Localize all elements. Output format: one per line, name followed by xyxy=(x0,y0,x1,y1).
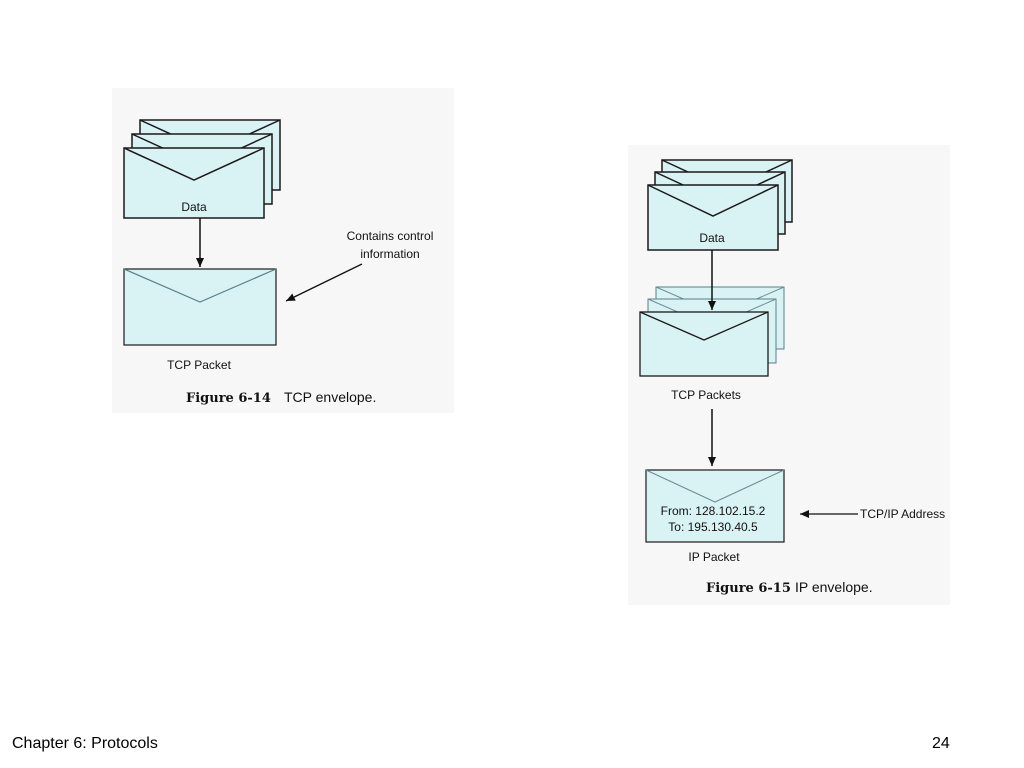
envelope-icon xyxy=(645,469,785,543)
figure-6-14-number: Figure 6-14 xyxy=(186,391,271,406)
figure-6-15-number: Figure 6-15 xyxy=(706,581,791,596)
tcp-ip-address-label: TCP/IP Address xyxy=(860,507,945,521)
annotation-line-2: information xyxy=(360,247,419,261)
tcp-packet-envelope xyxy=(123,268,277,346)
figure-6-15-caption: IP envelope. xyxy=(795,579,873,595)
data-label: Data xyxy=(181,200,207,214)
page-number: 24 xyxy=(932,735,950,752)
data-envelope-stack: Data xyxy=(647,159,793,251)
figure-6-14-caption: TCP envelope. xyxy=(284,389,376,405)
from-address: From: 128.102.15.2 xyxy=(661,504,766,518)
figure-6-15: Data TCP Packets From: 128.102.15.2 To: xyxy=(639,159,945,596)
data-envelope-stack: Data xyxy=(123,119,281,219)
annotation-arrow xyxy=(285,263,363,302)
to-address: To: 195.130.40.5 xyxy=(668,520,758,534)
envelope-icon xyxy=(123,268,277,346)
chapter-title: Chapter 6: Protocols xyxy=(12,735,158,752)
ip-packet-envelope: From: 128.102.15.2 To: 195.130.40.5 xyxy=(645,469,785,543)
data-label: Data xyxy=(699,231,725,245)
envelope-icon xyxy=(647,184,779,251)
envelope-icon xyxy=(123,147,265,219)
tcp-packets-label: TCP Packets xyxy=(671,388,741,402)
tcp-packet-label: TCP Packet xyxy=(167,358,231,372)
envelope-icon xyxy=(639,311,769,377)
tcp-packets-stack xyxy=(639,286,785,377)
figure-6-14: Data TCP Packet Contains control informa… xyxy=(123,119,434,406)
annotation-line-1: Contains control xyxy=(347,229,434,243)
ip-packet-label: IP Packet xyxy=(688,550,740,564)
